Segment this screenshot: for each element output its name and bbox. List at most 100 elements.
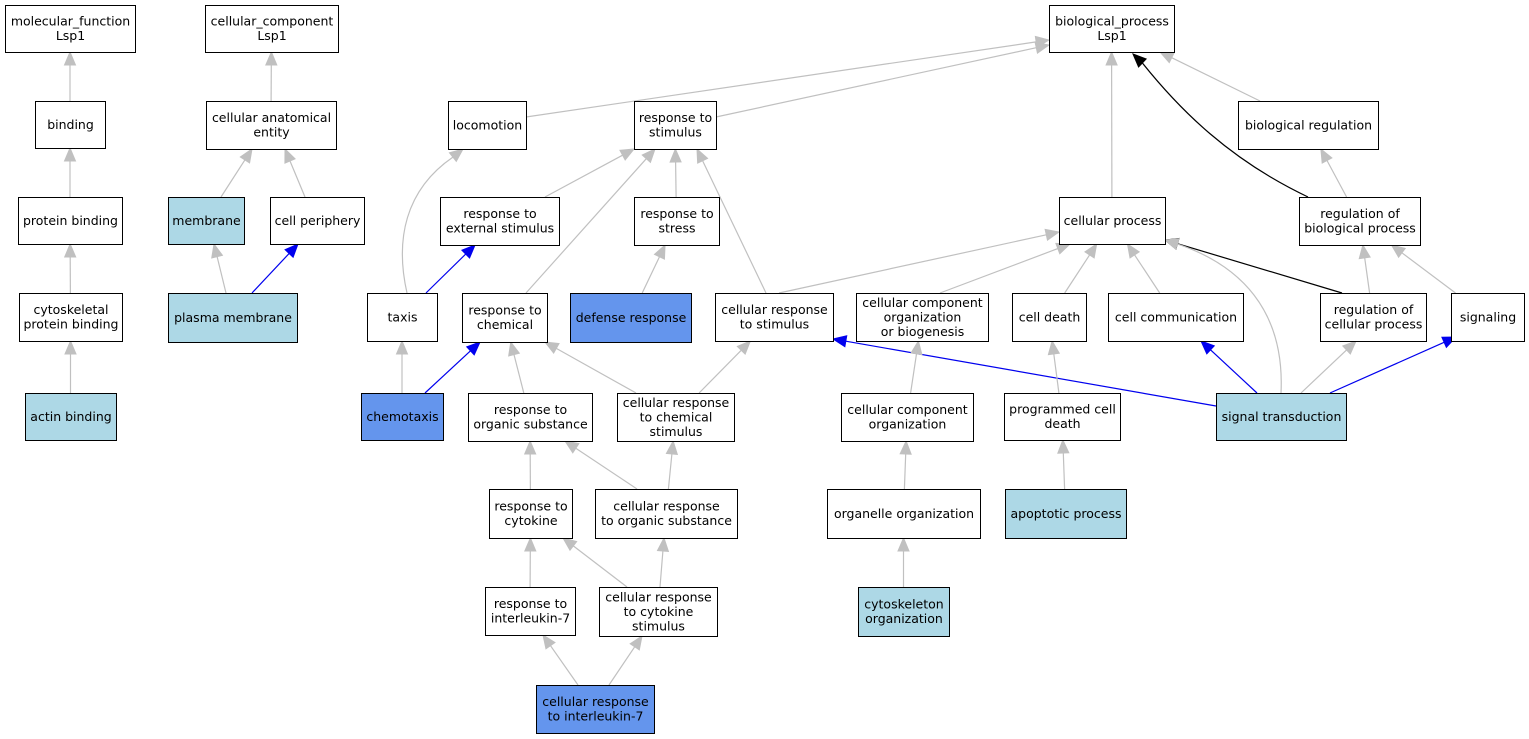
node-label-line: cell periphery xyxy=(275,213,361,228)
edge-taxis-to-response-to-external-stimulus xyxy=(425,244,476,294)
edge-arrowhead xyxy=(641,148,656,164)
node-label-line: binding xyxy=(47,117,94,132)
edge-response-to-chemical-to-response-to-stimulus xyxy=(525,148,656,294)
edge-cellular-response-to-organic-substance-to-response-to-organic-substance xyxy=(563,440,638,490)
node-signal-transduction[interactable]: signal transduction xyxy=(1216,393,1347,441)
node-box xyxy=(599,587,718,637)
node-label-line: actin binding xyxy=(30,409,111,424)
edge-layer xyxy=(63,35,1458,686)
node-cell-death[interactable]: cell death xyxy=(1012,293,1087,342)
node-box xyxy=(1320,293,1427,342)
node-box xyxy=(827,489,981,539)
edge-arrowhead xyxy=(543,341,560,355)
node-box xyxy=(19,293,123,342)
node-apoptotic-process[interactable]: apoptotic process xyxy=(1005,489,1127,539)
node-box xyxy=(1049,5,1175,53)
node-cell-periphery[interactable]: cell periphery xyxy=(270,197,365,245)
node-label-line: response to xyxy=(463,206,536,221)
edge-protein-binding-to-binding xyxy=(63,146,77,197)
node-chemotaxis[interactable]: chemotaxis xyxy=(361,393,444,441)
edge-signal-transduction-to-cellular-response-to-stimulus xyxy=(831,335,1217,407)
node-cellular-process[interactable]: cellular process xyxy=(1059,197,1166,245)
node-label-line: cytokine xyxy=(504,513,557,528)
edge-cellular-component-organization-to-cellular-component-organization-or-biogenesis xyxy=(910,339,923,394)
node-label-line: cytoskeletal xyxy=(33,302,108,317)
node-label-line: cellular anatomical xyxy=(212,110,331,125)
node-label-line: cytoskeleton xyxy=(864,597,943,612)
node-box xyxy=(858,587,950,637)
edge-cell-communication-to-cellular-process xyxy=(1126,242,1161,294)
node-membrane[interactable]: membrane xyxy=(168,197,245,245)
edge-cellular-response-to-stimulus-to-response-to-stimulus xyxy=(696,147,767,294)
edge-arrowhead xyxy=(460,244,476,259)
node-actin-binding[interactable]: actin binding xyxy=(25,393,117,441)
edge-arrowhead xyxy=(561,537,578,552)
node-box xyxy=(462,293,548,343)
node-label-line: response to xyxy=(639,110,712,125)
node-defense-response[interactable]: defense response xyxy=(570,293,692,343)
edge-arrowhead xyxy=(448,148,465,163)
node-taxis[interactable]: taxis xyxy=(367,293,438,342)
node-label-line: to chemical xyxy=(640,409,713,424)
edge-cytoskeleton-organization-to-organelle-organization xyxy=(897,536,910,587)
node-box xyxy=(1005,489,1127,539)
node-protein-binding[interactable]: protein binding xyxy=(18,197,123,245)
edge-arrowhead xyxy=(63,50,77,66)
edge-response-to-stimulus-to-bp xyxy=(715,41,1051,118)
node-plasma-membrane[interactable]: plasma membrane xyxy=(168,293,298,343)
edge-plasma-membrane-to-membrane xyxy=(211,242,227,294)
node-biological-regulation[interactable]: biological regulation xyxy=(1238,101,1379,150)
edge-binding-to-mf xyxy=(63,50,77,101)
node-box xyxy=(25,393,117,441)
node-label-line: cellular response xyxy=(613,499,720,514)
edge-signal-transduction-to-cell-communication xyxy=(1200,340,1258,394)
node-signaling[interactable]: signaling xyxy=(1451,293,1525,342)
node-box xyxy=(1004,393,1121,441)
edge-arrowhead xyxy=(1132,53,1148,68)
edge-arrowhead xyxy=(395,339,409,355)
edge-cellular-response-to-chemical-stimulus-to-response-to-chemical xyxy=(543,341,637,394)
edge-arrowhead xyxy=(736,340,752,356)
edge-response-to-interleukin-7-to-response-to-cytokine xyxy=(524,536,537,588)
node-box xyxy=(617,393,735,442)
node-cell-communication[interactable]: cell communication xyxy=(1108,293,1244,342)
node-box xyxy=(35,101,106,149)
node-organelle-organization[interactable]: organelle organization xyxy=(827,489,981,539)
edge-chemotaxis-to-taxis xyxy=(395,339,409,393)
edge-programmed-cell-death-to-cell-death xyxy=(1047,339,1061,394)
node-box xyxy=(536,685,655,734)
edge-regulation-of-biological-process-to-bp xyxy=(1132,53,1309,198)
node-binding[interactable]: binding xyxy=(35,101,106,149)
edge-cellular-response-to-cytokine-stimulus-to-cellular-response-to-organic-substance xyxy=(656,536,670,588)
node-locomotion[interactable]: locomotion xyxy=(448,101,527,150)
edge-arrowhead xyxy=(1057,438,1070,454)
node-label-line: stress xyxy=(659,221,696,236)
node-label-line: organelle organization xyxy=(834,506,974,521)
edge-response-to-external-stimulus-to-response-to-stimulus xyxy=(544,148,636,198)
node-label-line: cellular response xyxy=(605,589,712,604)
